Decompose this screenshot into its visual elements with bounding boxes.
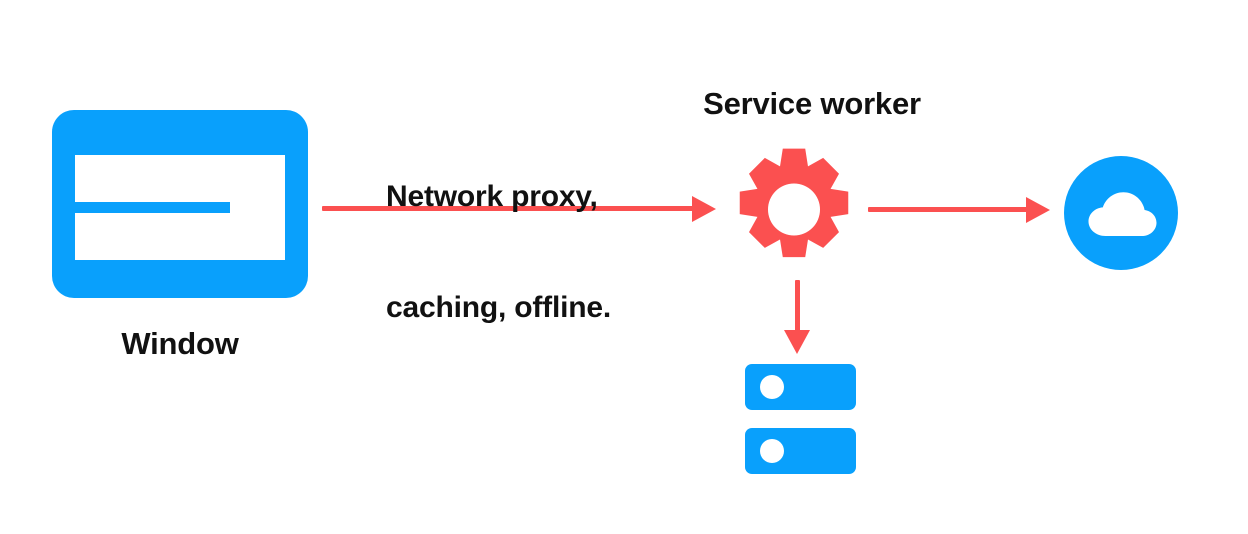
storage-icon (745, 364, 856, 474)
window-content-bar-top (75, 155, 258, 202)
browser-window-icon (52, 110, 308, 298)
edge-label-line-1: Network proxy, (386, 180, 598, 213)
window-sidebar-bar (230, 155, 285, 260)
arrow-service-worker-to-storage-line (795, 280, 800, 332)
service-worker-node-label: Service worker (703, 86, 921, 121)
cloud-icon (1064, 156, 1178, 270)
arrow-service-worker-to-cloud-line (868, 207, 1028, 212)
arrow-window-to-service-worker-head (692, 196, 716, 222)
gear-icon (728, 146, 860, 278)
window-content-bar-bottom (75, 213, 258, 260)
arrow-service-worker-to-storage-head (784, 330, 810, 354)
edge-label-network-proxy: Network proxy, caching, offline. (386, 104, 611, 400)
storage-bar-top (745, 364, 856, 410)
storage-bar-bottom (745, 428, 856, 474)
storage-indicator-dot-bottom (760, 439, 784, 463)
window-node-label: Window (121, 326, 239, 361)
edge-label-line-2: caching, offline. (386, 291, 611, 324)
arrow-window-to-service-worker-line (322, 206, 694, 211)
arrow-service-worker-to-cloud-head (1026, 197, 1050, 223)
storage-indicator-dot-top (760, 375, 784, 399)
